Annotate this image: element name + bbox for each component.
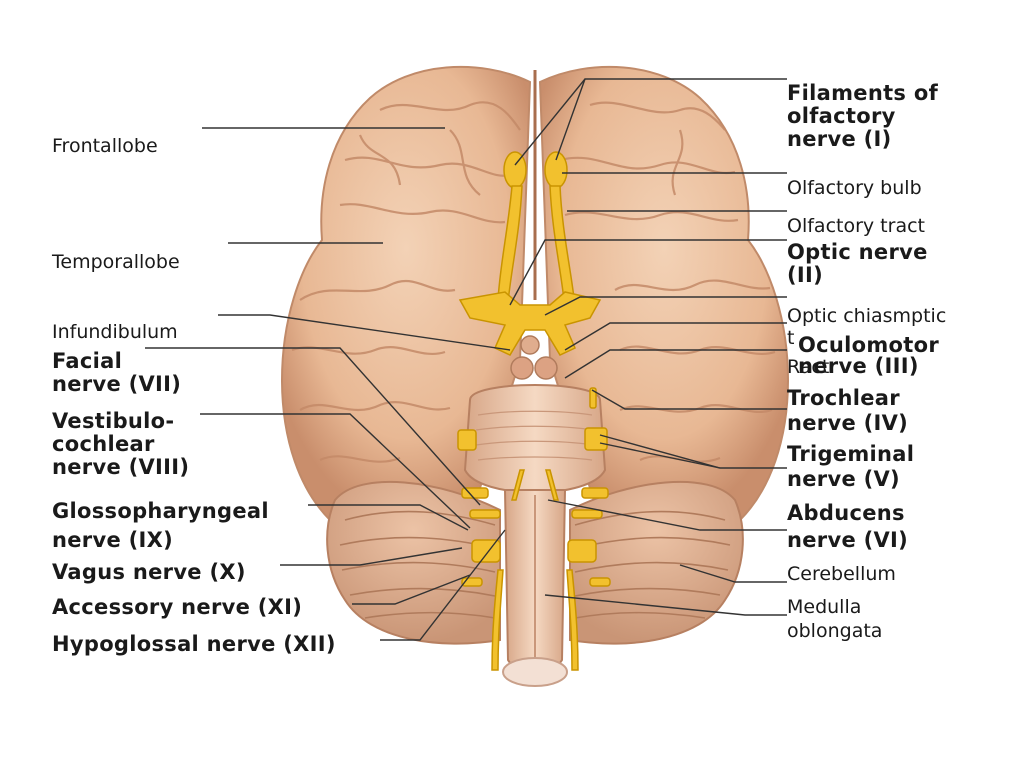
optic-chiasm-label: Optic chiasmptic t (787, 305, 947, 349)
cranial-nerves (457, 151, 611, 671)
abducens-nerve-label: Abducens nerve (VI) (787, 501, 909, 552)
glossopharyngeal-nerve-label: Glossopharyngeal nerve (IX) (52, 499, 269, 552)
optic-tract-fragment-label: Ract (787, 356, 830, 378)
brainstem (463, 335, 607, 687)
spinal-cord-section (502, 657, 568, 687)
olfactory-bulb-label: Olfactory bulb (787, 177, 922, 199)
accessory-nerve-label: Accessory nerve (XI) (52, 595, 303, 619)
vestibulocochlear-nerve-label: Vestibulo- cochlear nerve (VIII) (52, 409, 190, 479)
facial-nerve-label: Facial nerve (VII) (52, 349, 182, 396)
vagus-nerve-label: Vagus nerve (X) (52, 560, 246, 584)
temporal-lobe-label: Temporallobe (52, 251, 180, 273)
pons (463, 384, 607, 494)
olfactory-filaments-label: Filaments of olfactory nerve (I) (787, 81, 938, 151)
cerebellum-label: Cerebellum (787, 563, 896, 585)
optic-nerve-label: Optic nerve (II) (787, 240, 928, 287)
leader-lines (145, 78, 787, 641)
frontal-lobe-label: Frontallobe (52, 135, 158, 157)
hypoglossal-nerve-label: Hypoglossal nerve (XII) (52, 632, 336, 656)
olfactory-tract-label: Olfactory tract (787, 215, 925, 237)
infundibulum-label: Infundibulum (52, 321, 178, 343)
olfactory-bulb-right (544, 151, 568, 189)
olfactory-bulb-left (503, 151, 527, 189)
cerebellum-shape (326, 480, 744, 645)
trigeminal-nerve-label: Trigeminal nerve (V) (787, 442, 915, 491)
oculomotor-nerve-label: Oculomotor nerve (III) (798, 333, 940, 378)
trochlear-nerve-label: Trochlear nerve (IV) (787, 386, 909, 435)
optic-chiasm-shape (458, 291, 602, 356)
medulla-oblongata-label: Medulla oblongata (787, 596, 883, 642)
